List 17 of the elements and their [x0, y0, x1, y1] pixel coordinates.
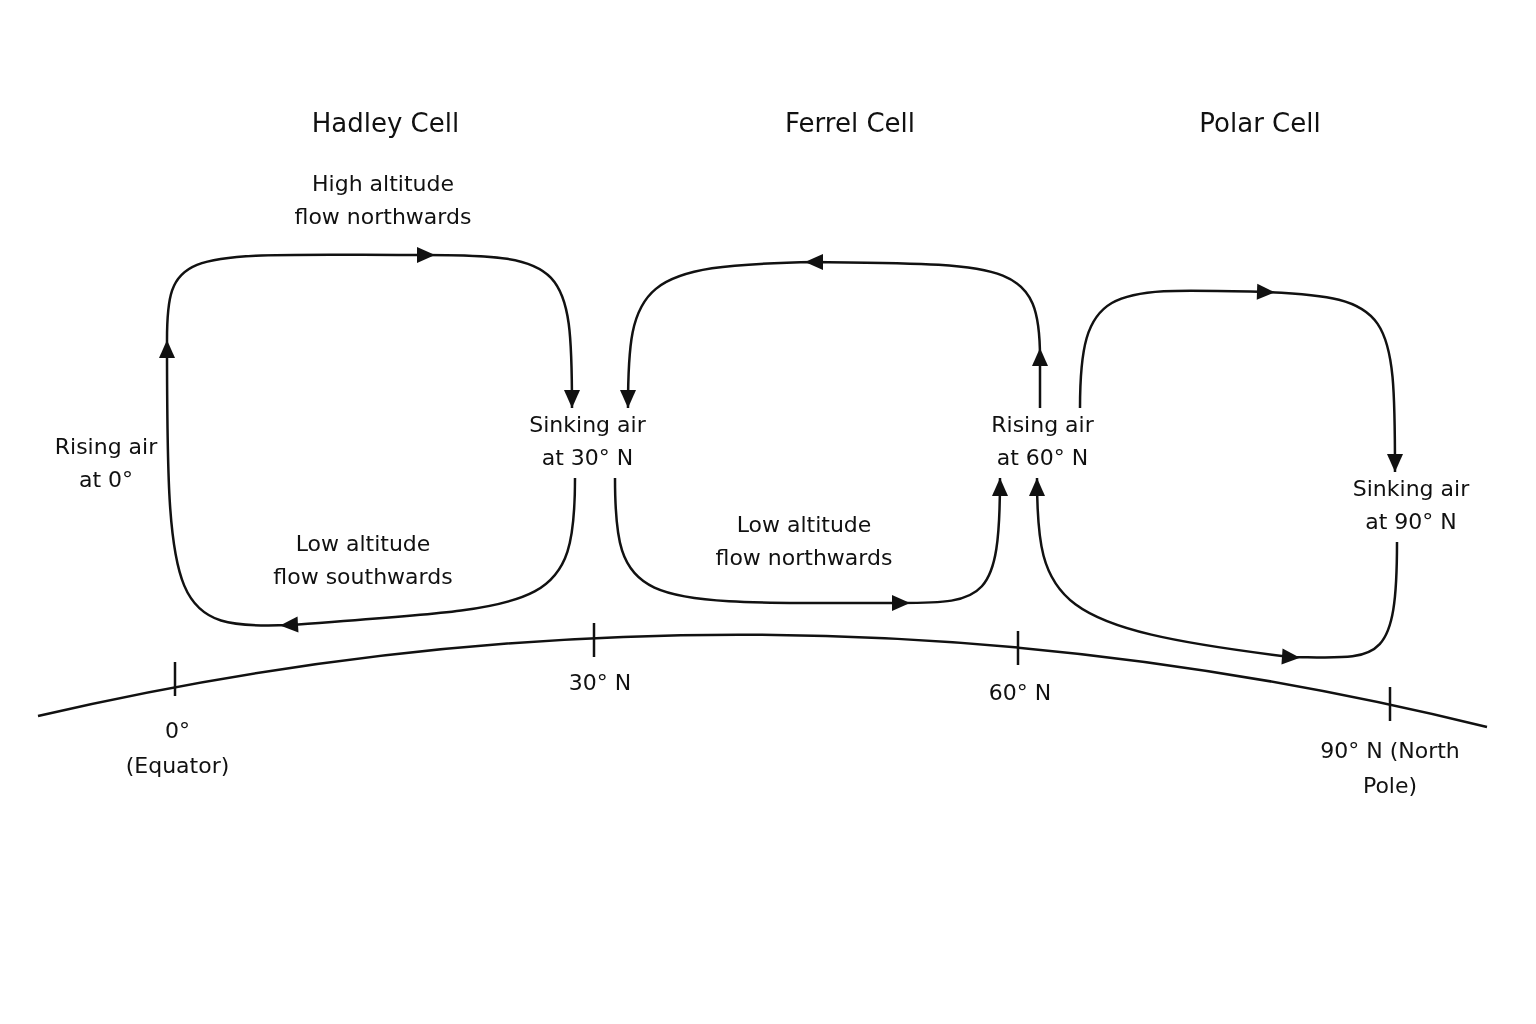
annotation-text: Sinking air at 30° N [515, 408, 660, 478]
latitude-label: 90° N (North Pole) [1320, 737, 1460, 800]
latitude-label: 30° N [567, 669, 633, 697]
latitude-label: 60° N [987, 679, 1053, 707]
annotation-text: Rising air at 0° [45, 340, 167, 500]
cell-title: Polar Cell [1198, 107, 1322, 140]
flow-arrow [159, 340, 577, 633]
annotation-text: Sinking air at 90° N [1340, 472, 1482, 542]
flow-arrow [1029, 477, 1399, 665]
flow-arrow [620, 254, 1048, 408]
latitude-label: 0° (Equator) [125, 717, 230, 780]
flow-arrow [613, 477, 1008, 611]
annotation-text: Rising air at 60° N [980, 408, 1105, 478]
cell-title: Ferrel Cell [784, 107, 916, 140]
flow-arrow [1078, 283, 1403, 472]
flow-arrow [165, 247, 580, 408]
cell-title: Hadley Cell [310, 107, 461, 140]
